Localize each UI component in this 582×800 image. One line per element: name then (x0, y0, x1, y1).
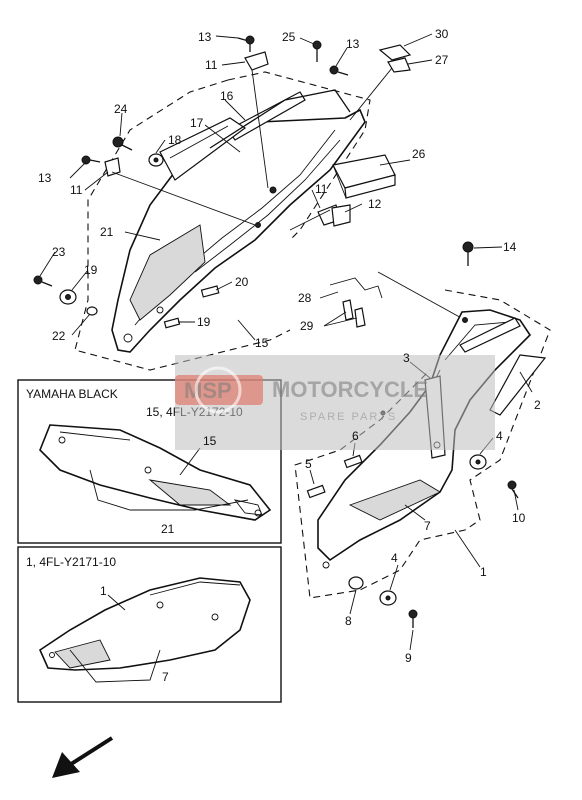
callout-19: 19 (84, 263, 98, 277)
watermark: MSP MOTORCYCLE SPARE PARTS (175, 355, 495, 450)
callout-5: 5 (305, 457, 312, 471)
upper-cover-assembly (74, 71, 371, 371)
callout-3: 3 (403, 351, 410, 365)
callout-8: 8 (345, 614, 352, 628)
callout-11: 11 (205, 58, 218, 72)
callout-28: 28 (298, 291, 312, 305)
callout-16: 16 (220, 89, 234, 103)
watermark-subtitle: SPARE PARTS (300, 411, 397, 423)
callout-29: 29 (300, 319, 314, 333)
callout-30: 30 (435, 27, 449, 41)
callout-7: 7 (424, 519, 431, 533)
inset-box-header: YAMAHA BLACK (26, 387, 118, 401)
callout-11: 11 (70, 183, 83, 197)
upper-fasteners (33, 35, 474, 328)
callout-13: 13 (346, 37, 360, 51)
callout-21: 21 (161, 522, 175, 536)
callout-14: 14 (503, 240, 517, 254)
inset-part-label-1: 1, 4FL-Y2171-10 (26, 555, 116, 569)
callout-4: 4 (496, 429, 503, 443)
front-arrow-icon (52, 736, 114, 778)
callout-15: 15 (255, 336, 269, 350)
inset-box-part-1: 1, 4FL-Y2171-10 (17, 546, 282, 703)
callout-numbers: 13 11 25 13 30 27 16 17 24 18 26 13 11 1… (38, 27, 541, 684)
callout-1: 1 (480, 565, 487, 579)
watermark-brand: MOTORCYCLE (272, 377, 428, 402)
upper-side-cover (111, 108, 366, 353)
callout-12: 12 (368, 197, 382, 211)
upper-leaders (39, 33, 503, 341)
callout-18: 18 (168, 133, 182, 147)
callout-2: 2 (534, 398, 541, 412)
callout-19: 19 (197, 315, 211, 329)
callout-6: 6 (352, 429, 359, 443)
callout-20: 20 (235, 275, 249, 289)
callout-13: 13 (38, 171, 52, 185)
callout-27: 27 (435, 53, 449, 67)
callout-15: 15 (203, 434, 217, 448)
callout-24: 24 (114, 102, 128, 116)
callout-11: 11 (315, 182, 328, 196)
lower-cover-assembly (294, 289, 551, 628)
callout-10: 10 (512, 511, 526, 525)
callout-4: 4 (391, 551, 398, 565)
callout-17: 17 (190, 116, 204, 130)
callout-26: 26 (412, 147, 426, 161)
callout-25: 25 (282, 30, 296, 44)
callout-21: 21 (100, 225, 114, 239)
watermark-badge: MSP (184, 378, 232, 403)
callout-9: 9 (405, 651, 412, 665)
callout-1: 1 (100, 584, 107, 598)
callout-23: 23 (52, 245, 66, 259)
callout-22: 22 (52, 329, 66, 343)
callout-13: 13 (198, 30, 212, 44)
callout-7: 7 (162, 670, 169, 684)
